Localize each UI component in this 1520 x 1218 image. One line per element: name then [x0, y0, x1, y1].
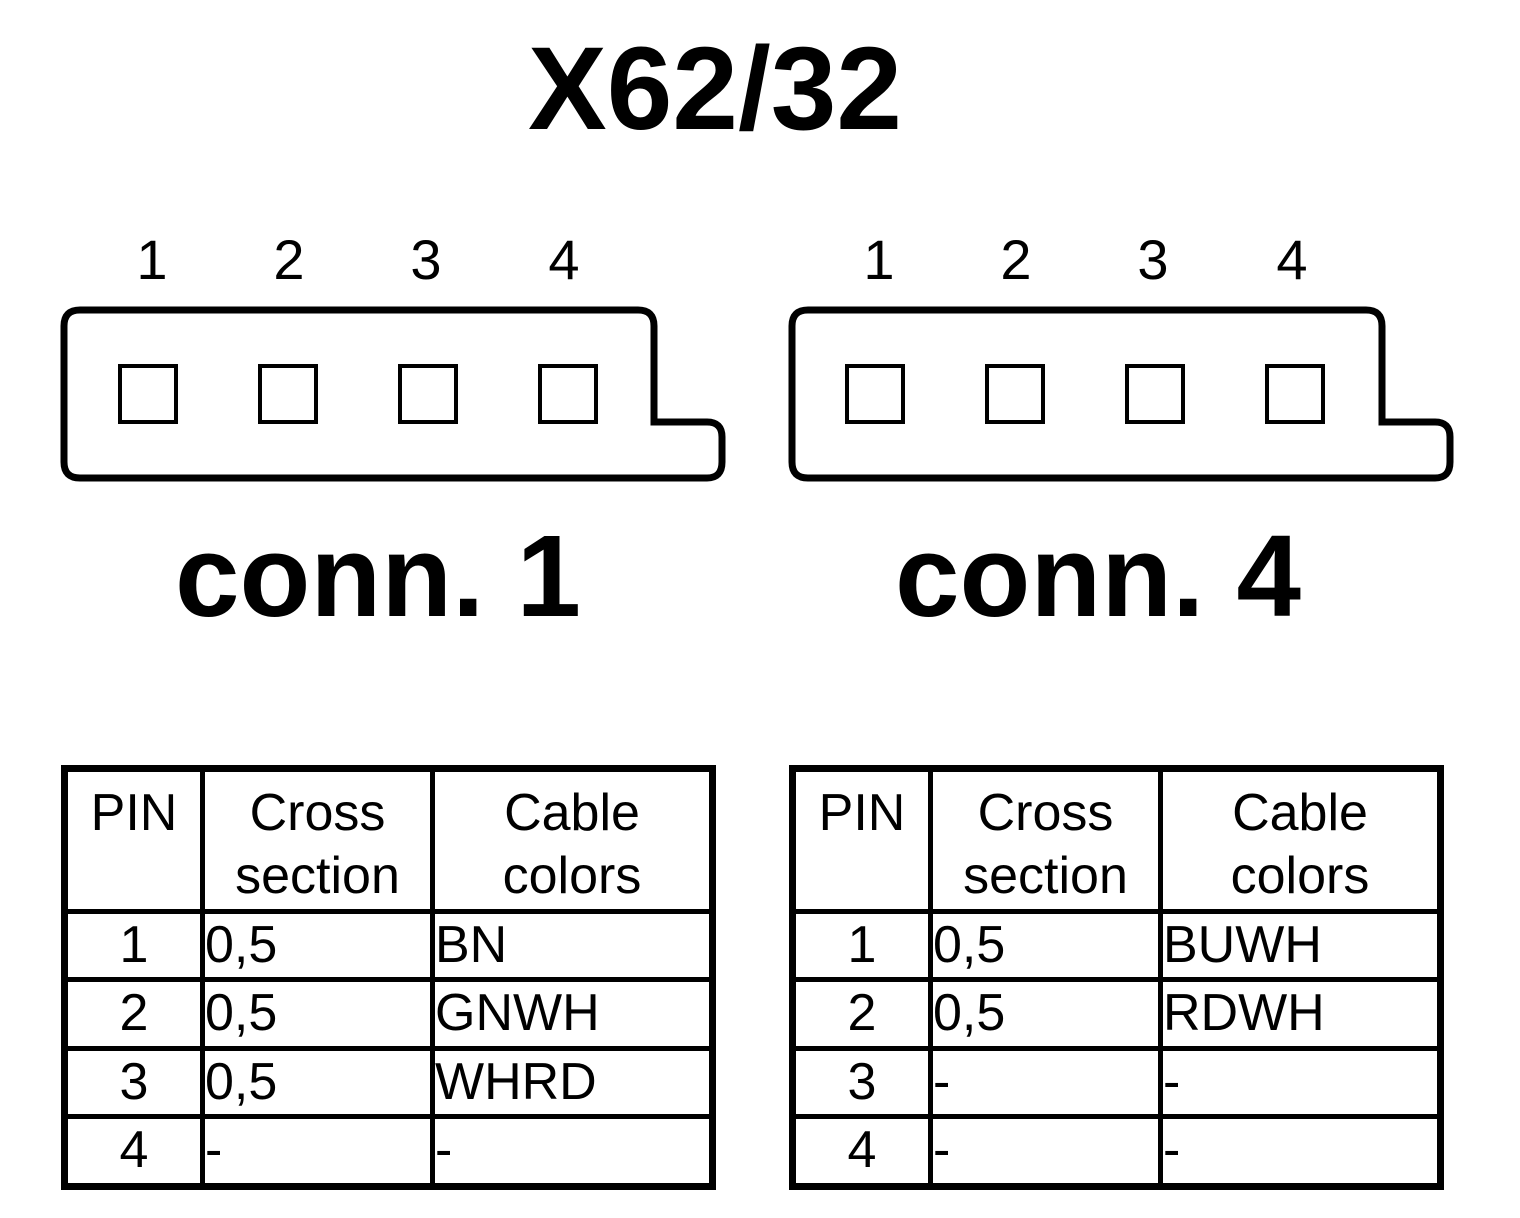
diagram-title: X62/32 [528, 23, 902, 155]
conn4-pin-number: 1 [863, 228, 895, 291]
conn4-pin-socket [1125, 364, 1185, 424]
conn1-pin-socket [398, 364, 458, 424]
table-row: 2 0,5 RDWH [790, 977, 1443, 1051]
conn4-pin-table: PIN Cross section Cable colors 1 0,5 BUW… [789, 765, 1444, 1190]
conn1-pin-table: PIN Cross section Cable colors 1 0,5 BN … [61, 765, 716, 1190]
table-header-row: PIN Cross section Cable colors [62, 766, 715, 914]
cross-section-cell: 0,5 [200, 1045, 435, 1120]
conn1-pin-socket [258, 364, 318, 424]
conn1-pin-socket [118, 364, 178, 424]
cross-section-cell: - [928, 1114, 1163, 1189]
cross-section-cell: - [928, 1045, 1163, 1120]
cable-color-cell: BUWH [1158, 908, 1443, 983]
conn1-pin-number: 3 [410, 228, 442, 291]
cross-section-cell: 0,5 [928, 908, 1163, 983]
table-row: 2 0,5 GNWH [62, 977, 715, 1051]
conn1-pin-number: 1 [136, 228, 168, 291]
conn4-pin-number: 3 [1137, 228, 1169, 291]
cable-color-cell: WHRD [430, 1045, 715, 1120]
cross-section-cell: 0,5 [200, 908, 435, 983]
table-row: 1 0,5 BN [62, 908, 715, 983]
conn4-pin-socket [845, 364, 905, 424]
pin-cell: 1 [62, 908, 205, 983]
table-row: 3 - - [790, 1045, 1443, 1120]
pin-cell: 3 [62, 1045, 205, 1120]
conn4-outline [788, 306, 1454, 482]
header-pin: PIN [790, 766, 933, 914]
conn1-pin-socket [538, 364, 598, 424]
conn4-pin-number: 4 [1276, 228, 1308, 291]
table-row: 3 0,5 WHRD [62, 1045, 715, 1120]
cable-color-cell: - [1158, 1114, 1443, 1189]
header-cable-colors: Cable colors [1158, 766, 1443, 914]
conn4-pin-number: 2 [1000, 228, 1032, 291]
cable-color-cell: - [1158, 1045, 1443, 1120]
conn4-pin-socket [985, 364, 1045, 424]
header-pin: PIN [62, 766, 205, 914]
conn1-pin-number: 2 [273, 228, 305, 291]
pin-cell: 4 [790, 1114, 933, 1189]
cable-color-cell: BN [430, 908, 715, 983]
header-cross-section: Cross section [928, 766, 1163, 914]
pin-cell: 2 [62, 977, 205, 1051]
conn1-pin-number: 4 [548, 228, 580, 291]
pin-cell: 3 [790, 1045, 933, 1120]
pin-cell: 1 [790, 908, 933, 983]
cable-color-cell: RDWH [1158, 977, 1443, 1051]
header-cable-colors: Cable colors [430, 766, 715, 914]
conn1-label: conn. 1 [175, 511, 582, 641]
header-cross-section: Cross section [200, 766, 435, 914]
cable-color-cell: GNWH [430, 977, 715, 1051]
cross-section-cell: 0,5 [928, 977, 1163, 1051]
pin-cell: 2 [790, 977, 933, 1051]
pin-cell: 4 [62, 1114, 205, 1189]
table-row: 1 0,5 BUWH [790, 908, 1443, 983]
cable-color-cell: - [430, 1114, 715, 1189]
cross-section-cell: 0,5 [200, 977, 435, 1051]
cross-section-cell: - [200, 1114, 435, 1189]
conn1-outline [60, 306, 726, 482]
table-row: 4 - - [790, 1114, 1443, 1189]
table-row: 4 - - [62, 1114, 715, 1189]
conn4-pin-socket [1265, 364, 1325, 424]
table-header-row: PIN Cross section Cable colors [790, 766, 1443, 914]
conn4-label: conn. 4 [895, 511, 1302, 641]
